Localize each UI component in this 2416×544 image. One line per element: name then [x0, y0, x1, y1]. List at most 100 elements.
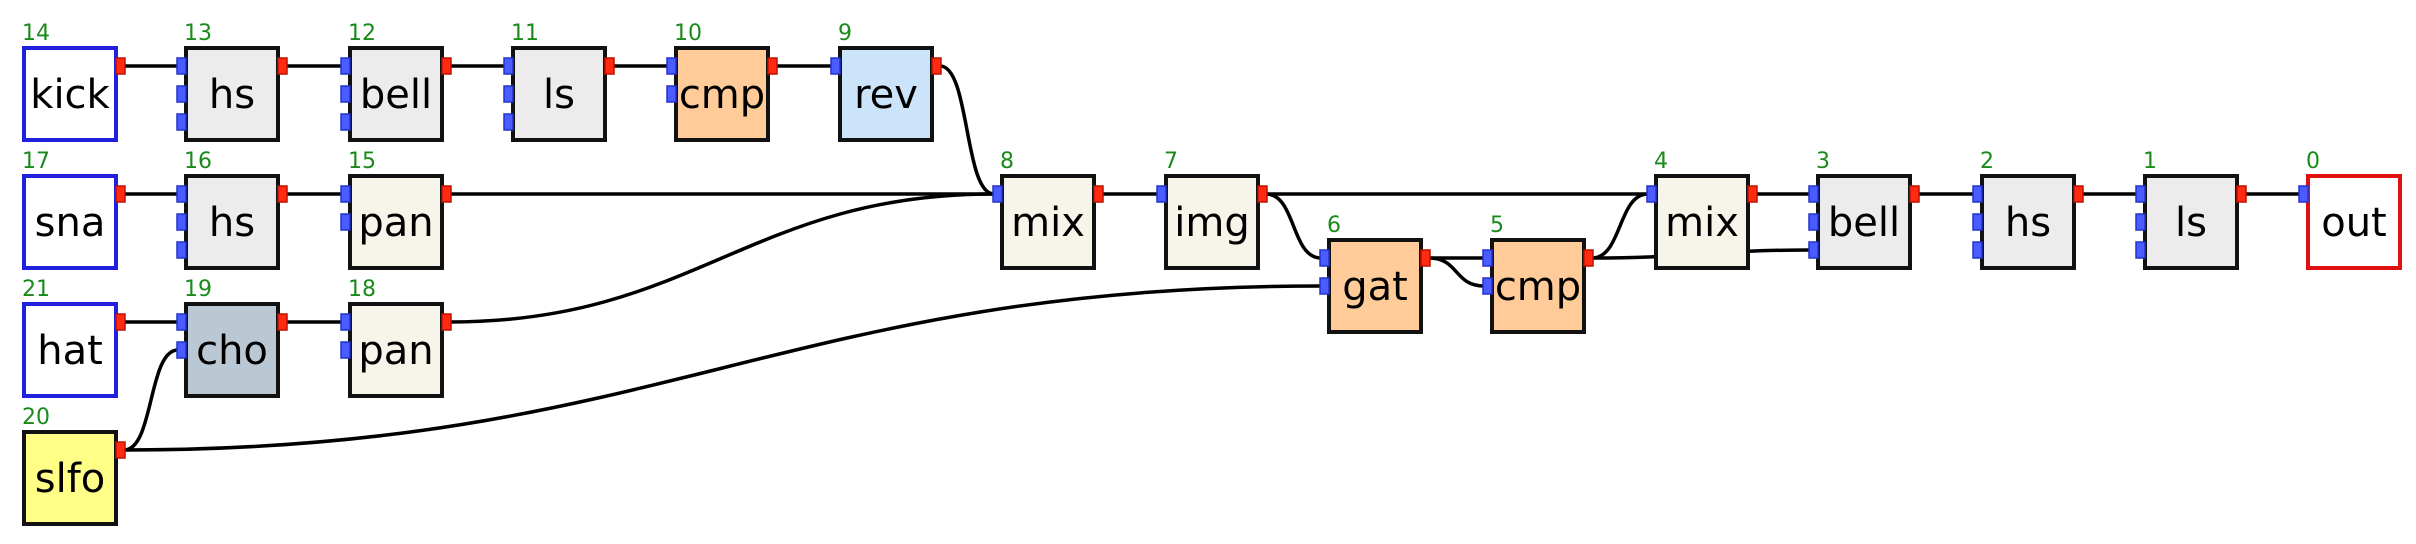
- node-box[interactable]: [22, 174, 118, 270]
- input-port[interactable]: [176, 341, 187, 359]
- input-port[interactable]: [2135, 185, 2146, 203]
- node-box[interactable]: [1000, 174, 1096, 270]
- node-ls-1[interactable]: 1ls: [2135, 149, 2247, 270]
- output-port[interactable]: [115, 313, 126, 331]
- input-port[interactable]: [1808, 213, 1819, 231]
- input-port[interactable]: [503, 85, 514, 103]
- input-port[interactable]: [1646, 185, 1657, 203]
- input-port[interactable]: [1319, 249, 1330, 267]
- node-box[interactable]: [1327, 238, 1423, 334]
- input-port[interactable]: [1482, 277, 1493, 295]
- output-port[interactable]: [277, 313, 288, 331]
- node-box[interactable]: [838, 46, 934, 142]
- node-box[interactable]: [184, 46, 280, 142]
- input-port[interactable]: [992, 185, 1003, 203]
- input-port[interactable]: [1972, 185, 1983, 203]
- node-box[interactable]: [1980, 174, 2076, 270]
- input-port[interactable]: [176, 213, 187, 231]
- output-port[interactable]: [1909, 185, 1920, 203]
- input-port[interactable]: [176, 313, 187, 331]
- node-box[interactable]: [1816, 174, 1912, 270]
- input-port[interactable]: [176, 241, 187, 259]
- output-port[interactable]: [767, 57, 778, 75]
- node-box[interactable]: [184, 302, 280, 398]
- node-box[interactable]: [348, 174, 444, 270]
- input-port[interactable]: [666, 57, 677, 75]
- node-box[interactable]: [22, 430, 118, 526]
- input-port[interactable]: [176, 113, 187, 131]
- input-port[interactable]: [340, 185, 351, 203]
- input-port[interactable]: [340, 213, 351, 231]
- output-port[interactable]: [1420, 249, 1431, 267]
- output-port[interactable]: [441, 185, 452, 203]
- input-port[interactable]: [340, 313, 351, 331]
- node-box[interactable]: [674, 46, 770, 142]
- wire-5-to-4[interactable]: [1591, 192, 1649, 260]
- input-port[interactable]: [340, 85, 351, 103]
- output-port[interactable]: [441, 313, 452, 331]
- input-port[interactable]: [1808, 241, 1819, 259]
- input-port[interactable]: [1319, 277, 1330, 295]
- output-port[interactable]: [2236, 185, 2247, 203]
- input-port[interactable]: [2298, 185, 2309, 203]
- node-box[interactable]: [2143, 174, 2239, 270]
- wire-7-to-6[interactable]: [1265, 192, 1322, 260]
- wire-6-to-5[interactable]: [1428, 256, 1485, 288]
- output-port[interactable]: [1093, 185, 1104, 203]
- input-port[interactable]: [1972, 241, 1983, 259]
- node-hs-2[interactable]: 2hs: [1972, 149, 2084, 270]
- output-port[interactable]: [1583, 249, 1594, 267]
- output-port[interactable]: [1747, 185, 1758, 203]
- input-port[interactable]: [340, 113, 351, 131]
- node-box[interactable]: [1164, 174, 1260, 270]
- wire-9-to-8[interactable]: [939, 64, 995, 196]
- node-box[interactable]: [348, 302, 444, 398]
- wire-20-to-6[interactable]: [123, 284, 1322, 452]
- wire-18-to-8[interactable]: [449, 192, 995, 324]
- input-port[interactable]: [503, 57, 514, 75]
- input-port[interactable]: [503, 113, 514, 131]
- input-port[interactable]: [1808, 185, 1819, 203]
- output-port[interactable]: [2073, 185, 2084, 203]
- node-box[interactable]: [2306, 174, 2402, 270]
- node-box[interactable]: [184, 174, 280, 270]
- wire-20-to-19[interactable]: [123, 348, 179, 452]
- output-port[interactable]: [115, 441, 126, 459]
- input-port[interactable]: [1156, 185, 1167, 203]
- input-port[interactable]: [2135, 241, 2146, 259]
- input-port[interactable]: [1972, 213, 1983, 231]
- output-port[interactable]: [441, 57, 452, 75]
- input-port[interactable]: [666, 85, 677, 103]
- node-box[interactable]: [22, 46, 118, 142]
- input-port[interactable]: [2135, 213, 2146, 231]
- output-port[interactable]: [931, 57, 942, 75]
- node-box[interactable]: [348, 46, 444, 142]
- output-port[interactable]: [277, 185, 288, 203]
- output-port[interactable]: [277, 57, 288, 75]
- input-port[interactable]: [176, 57, 187, 75]
- input-port[interactable]: [1482, 249, 1493, 267]
- output-port[interactable]: [115, 185, 126, 203]
- input-port[interactable]: [340, 57, 351, 75]
- input-port[interactable]: [340, 341, 351, 359]
- input-port[interactable]: [830, 57, 841, 75]
- node-box[interactable]: [1654, 174, 1750, 270]
- output-port[interactable]: [115, 57, 126, 75]
- input-port[interactable]: [176, 185, 187, 203]
